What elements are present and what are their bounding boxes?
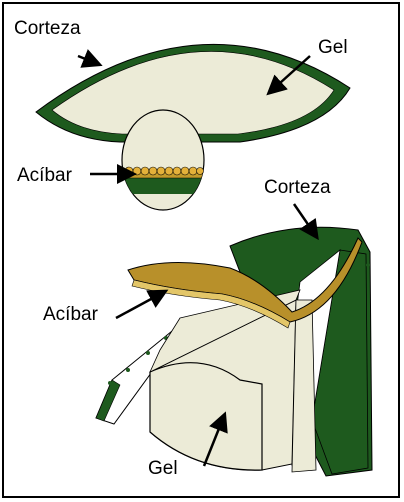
acibar-cells	[125, 167, 204, 175]
label-top-acibar: Acíbar	[17, 165, 73, 186]
arrow-top-corteza	[78, 56, 98, 64]
label-bottom-corteza: Corteza	[264, 177, 331, 198]
label-top-corteza: Corteza	[14, 18, 81, 39]
label-top-gel: Gel	[318, 37, 348, 58]
label-bottom-gel: Gel	[148, 458, 178, 479]
arrow-bottom-acibar	[116, 292, 164, 318]
label-bottom-acibar: Acíbar	[43, 304, 99, 325]
